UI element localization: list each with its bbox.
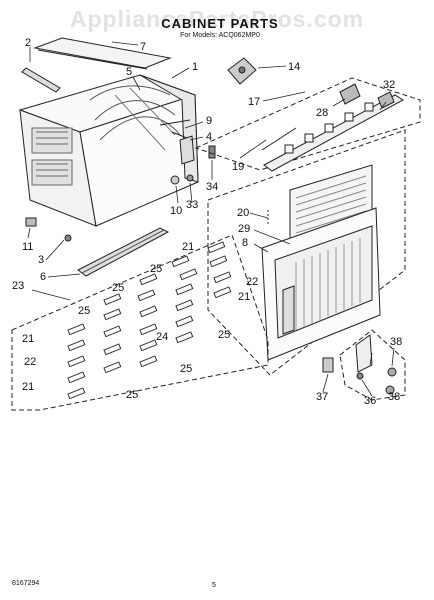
callout-38b: 38 — [388, 391, 400, 403]
callout-25e: 25 — [180, 363, 192, 375]
document-number: 8167294 — [12, 580, 40, 587]
hardware-part — [322, 334, 397, 395]
foam-pads-part — [67, 241, 232, 400]
page-subtitle: For Models: ACQ062MP0 — [180, 32, 260, 39]
callout-33: 33 — [186, 199, 198, 211]
callout-3: 3 — [38, 254, 44, 266]
bracket-part — [227, 57, 257, 85]
callout-25a: 25 — [150, 263, 162, 275]
callout-7: 7 — [140, 41, 146, 53]
callout-20: 20 — [237, 207, 249, 219]
clip-part — [25, 217, 72, 242]
callout-34: 34 — [206, 181, 218, 193]
control-assembly-outline — [194, 77, 421, 171]
callout-10: 10 — [170, 205, 182, 217]
bottom-rail-part — [77, 227, 170, 277]
callout-21b: 21 — [238, 291, 250, 303]
callout-25b: 25 — [112, 282, 124, 294]
callout-9: 9 — [206, 115, 212, 127]
leader-lines — [27, 41, 395, 397]
callout-25d: 25 — [218, 329, 230, 341]
callout-4: 4 — [206, 131, 212, 143]
foam-pad-kit-outline — [11, 234, 269, 411]
fasteners-part — [170, 145, 216, 185]
callout-21d: 21 — [22, 381, 34, 393]
callout-32: 32 — [383, 79, 395, 91]
callout-5: 5 — [126, 66, 132, 78]
callout-28: 28 — [316, 107, 328, 119]
callout-1: 1 — [192, 61, 198, 73]
watermark: AppliancePartsPros.com — [69, 6, 365, 32]
callout-labels: 7 2 1 5 9 4 10 33 34 11 3 6 14 17 19 20 … — [12, 37, 402, 407]
callout-23: 23 — [12, 280, 24, 292]
callout-37: 37 — [316, 391, 328, 403]
callout-25c: 25 — [78, 305, 90, 317]
side-strip-part — [21, 67, 61, 93]
cabinet-body-part — [18, 74, 199, 227]
callout-22b: 22 — [24, 356, 36, 368]
page-number: 5 — [212, 582, 216, 589]
callout-11: 11 — [22, 241, 33, 253]
callout-21a: 21 — [182, 241, 194, 253]
callout-19: 19 — [232, 161, 244, 173]
callout-2: 2 — [25, 37, 31, 49]
callout-14: 14 — [288, 61, 300, 73]
callout-25f: 25 — [126, 389, 138, 401]
callout-24: 24 — [156, 331, 168, 343]
callout-29: 29 — [238, 223, 250, 235]
control-panel-part — [261, 83, 404, 172]
callout-21c: 21 — [22, 333, 34, 345]
front-panel-part — [261, 207, 381, 361]
top-rail-part — [33, 37, 172, 70]
callout-22a: 22 — [246, 276, 258, 288]
callout-38a: 38 — [390, 336, 402, 348]
callout-8: 8 — [242, 237, 248, 249]
callout-36: 36 — [364, 395, 376, 407]
callout-17: 17 — [248, 96, 260, 108]
callout-6: 6 — [40, 271, 46, 283]
page-title: CABINET PARTS — [161, 16, 279, 31]
hardware-outline — [339, 329, 406, 401]
